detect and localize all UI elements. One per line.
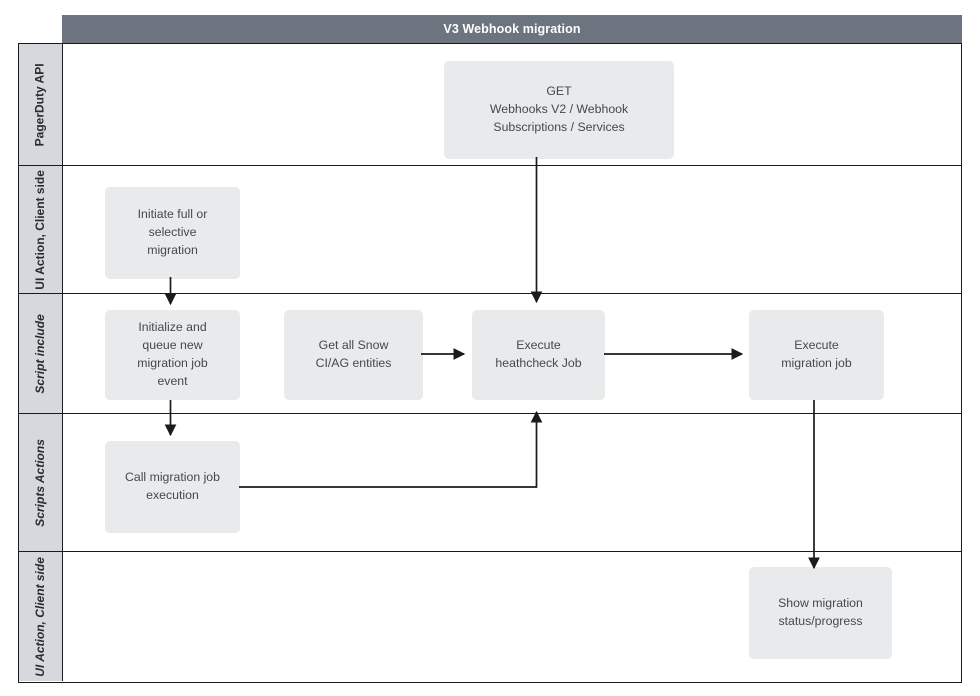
node-initialize-queue[interactable]: Initialize and queue new migration job e… <box>105 310 240 400</box>
pool-body: PagerDuty API GET Webhooks V2 / Webhook … <box>18 43 962 683</box>
lane-label-ui-action-top: UI Action, Client side <box>32 169 47 290</box>
node-show-status[interactable]: Show migration status/progress <box>749 567 892 659</box>
lane-header-pagerduty-api: PagerDuty API <box>19 44 63 165</box>
lane-label-script-include: Script include <box>32 313 47 394</box>
lane-header-scripts-actions: Scripts Actions <box>19 414 63 551</box>
lane-header-script-include: Script include <box>19 294 63 413</box>
node-execute-migration[interactable]: Execute migration job <box>749 310 884 400</box>
pool-title-bar: V3 Webhook migration <box>62 15 962 43</box>
lane-body-ui-action-top: Initiate full or selective migration <box>63 166 961 293</box>
lane-ui-action-bottom: UI Action, Client side Show migration st… <box>19 552 961 681</box>
lane-scripts-actions: Scripts Actions Call migration job execu… <box>19 414 961 552</box>
lane-header-ui-action-bottom: UI Action, Client side <box>19 552 63 681</box>
lane-header-ui-action-top: UI Action, Client side <box>19 166 63 293</box>
node-get-entities[interactable]: Get all Snow CI/AG entities <box>284 310 423 400</box>
lane-label-pagerduty-api: PagerDuty API <box>32 63 47 146</box>
lane-pagerduty-api: PagerDuty API GET Webhooks V2 / Webhook … <box>19 44 961 166</box>
node-call-migration-job[interactable]: Call migration job execution <box>105 441 240 533</box>
lane-body-pagerduty-api: GET Webhooks V2 / Webhook Subscriptions … <box>63 44 961 165</box>
node-initiate-migration[interactable]: Initiate full or selective migration <box>105 187 240 279</box>
node-get-webhooks[interactable]: GET Webhooks V2 / Webhook Subscriptions … <box>444 61 674 159</box>
node-execute-healthcheck[interactable]: Execute heathcheck Job <box>472 310 605 400</box>
lane-label-scripts-actions: Scripts Actions <box>32 438 47 527</box>
lane-label-ui-action-bottom: UI Action, Client side <box>32 556 47 677</box>
lane-body-script-include: Initialize and queue new migration job e… <box>63 294 961 413</box>
page-title: V3 Webhook migration <box>443 22 581 36</box>
lane-ui-action-top: UI Action, Client side Initiate full or … <box>19 166 961 294</box>
lane-body-scripts-actions: Call migration job execution <box>63 414 961 551</box>
lane-script-include: Script include Initialize and queue new … <box>19 294 961 414</box>
lane-body-ui-action-bottom: Show migration status/progress <box>63 552 961 681</box>
